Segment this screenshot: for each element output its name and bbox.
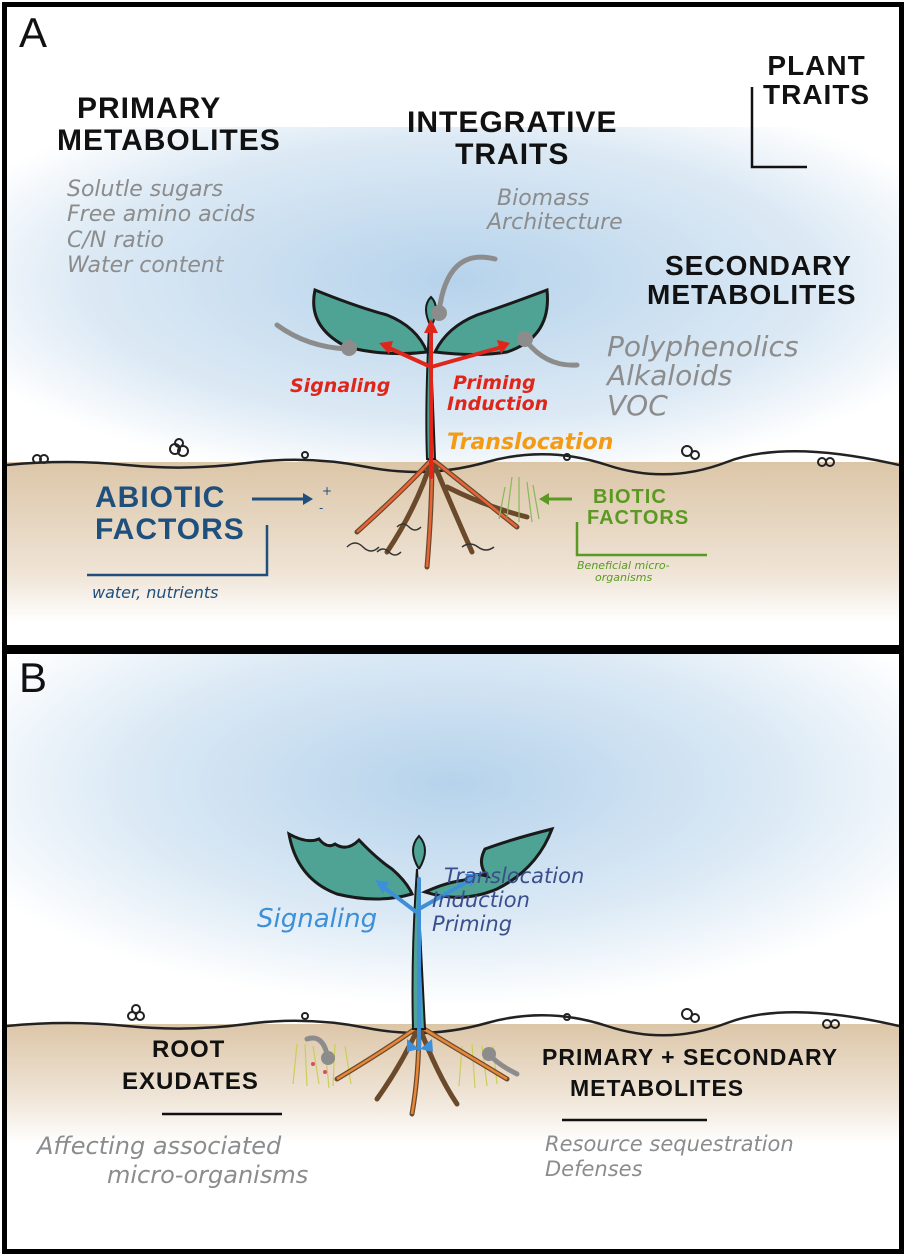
abiotic-line-1: ABIOTIC (95, 481, 226, 514)
list-item: Water content (67, 252, 224, 278)
abiotic-factors-sub: water, nutrients (92, 583, 219, 602)
ground-line (7, 1011, 899, 1037)
plant-traits-line-1: PLANT (767, 50, 866, 81)
panel-b-letter: B (19, 654, 48, 701)
primary-metabolites-line-1: PRIMARY (77, 92, 222, 125)
panel-b: B Signaling Translocation Induction Prim… (2, 650, 904, 1254)
plant-traits-bracket (750, 87, 807, 169)
primary-metabolites-line-2: METABOLITES (57, 123, 281, 157)
list-item: VOC (607, 388, 668, 422)
biotic-bracket (575, 522, 707, 557)
induction-label: Induction (447, 392, 549, 415)
svg-text:-: - (319, 501, 323, 515)
transport-labels-b: Translocation Induction Priming (432, 864, 584, 936)
biotic-sub-line-2: organisms (595, 571, 653, 585)
abiotic-line-2: FACTORS (95, 512, 245, 546)
list-item: C/N ratio (67, 227, 164, 253)
induction-label-b: Induction (432, 888, 530, 913)
prim-sec-sub-line-2: Defenses (545, 1157, 643, 1182)
prim-sec-title: PRIMARY + SECONDARY METABOLITES (542, 1042, 838, 1104)
root-exudates-sub-line-1: Affecting associated (37, 1132, 282, 1160)
panel-a: + - A PLANT TRAITS PRIMARY METABOLITES S… (2, 2, 904, 650)
integrative-traits-line-2: TRAITS (455, 137, 570, 171)
list-item: Alkaloids (607, 359, 733, 393)
list-item: Solutle sugars (67, 177, 224, 202)
plant-b-signal-arrows (380, 877, 474, 1051)
abiotic-factors-title: ABIOTIC FACTORS (95, 482, 245, 545)
integrative-traits-line-1: INTEGRATIVE (407, 106, 618, 139)
biotic-sub-line-1: Beneficial micro- (577, 559, 670, 572)
pebbles (127, 1004, 840, 1029)
plant-a-left-leaf (312, 287, 430, 356)
plant-traits-line-2: TRAITS (763, 79, 871, 111)
panel-a-letter: A (19, 9, 48, 56)
abiotic-bracket (87, 525, 269, 577)
list-item: Polyphenolics (607, 330, 799, 363)
list-item: Free amino acids (67, 202, 256, 228)
biotic-line-1: BIOTIC (593, 486, 667, 508)
secondary-metabolites-list: Polyphenolics Alkaloids VOC (607, 330, 799, 422)
root-exudates-sub: Affecting associated micro-organisms (37, 1132, 308, 1190)
root-exudates-title: ROOT EXUDATES (122, 1034, 259, 1099)
integrative-traits-title: INTEGRATIVE TRAITS (407, 107, 617, 170)
signaling-label: Signaling (290, 375, 391, 397)
signaling-label-b: Signaling (257, 904, 378, 934)
priming-label: Priming (453, 372, 536, 394)
primary-metabolites-title: PRIMARY METABOLITES (57, 93, 281, 156)
translocation-label: Translocation (447, 430, 614, 455)
biotic-factors-title: BIOTIC FACTORS (587, 487, 689, 529)
biotic-factors-sub: Beneficial micro- organisms (577, 559, 670, 585)
panel-a-illustration: + - (7, 87, 899, 622)
list-item: Biomass (497, 186, 590, 211)
priming-induction-label: Priming Induction (447, 373, 548, 415)
sky-wash (7, 127, 899, 467)
translocation-label-b: Translocation (444, 864, 585, 888)
pebbles (32, 438, 835, 467)
secondary-metabolites-line-1: SECONDARY (665, 250, 852, 281)
prim-sec-sub-line-1: Resource sequestration (545, 1132, 794, 1156)
plant-a-signal-arrows (385, 325, 504, 479)
list-item: Architecture (487, 210, 623, 236)
sky-wash (7, 654, 899, 1024)
secondary-metabolites-line-2: METABOLITES (647, 279, 857, 311)
secondary-metabolites-title: SECONDARY METABOLITES (647, 251, 857, 310)
svg-text:+: + (322, 484, 332, 498)
prim-sec-line-1: PRIMARY + SECONDARY (542, 1044, 839, 1070)
integrative-traits-list: Biomass Architecture (487, 186, 623, 236)
biotic-line-2: FACTORS (587, 507, 690, 529)
plant-traits-title: PLANT TRAITS (763, 51, 870, 110)
prim-sec-sub: Resource sequestration Defenses (545, 1132, 794, 1182)
prim-sec-line-2: METABOLITES (570, 1075, 745, 1102)
root-exudates-line-1: ROOT (152, 1036, 226, 1063)
root-exudates-line-2: EXUDATES (122, 1068, 259, 1096)
primary-metabolites-list: Solutle sugars Free amino acids C/N rati… (67, 177, 255, 278)
priming-label-b: Priming (432, 912, 513, 937)
root-exudates-sub-line-2: micro-organisms (107, 1160, 309, 1189)
panel-b-illustration (7, 654, 899, 1144)
plant-b-right-leaf (420, 826, 555, 899)
